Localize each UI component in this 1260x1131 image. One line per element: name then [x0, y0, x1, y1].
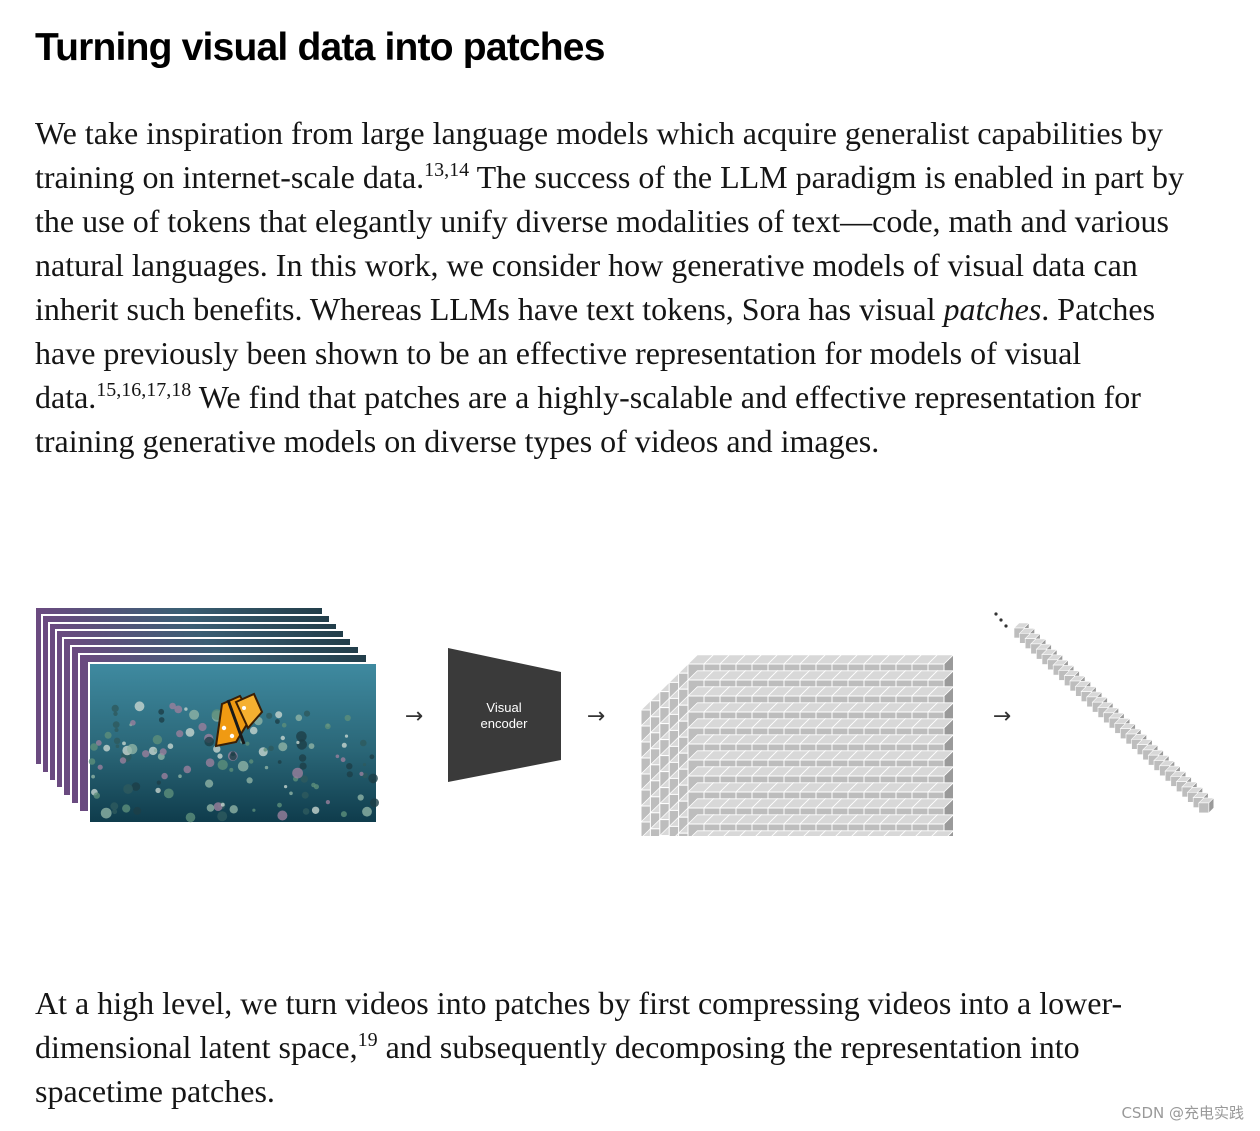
- paragraph-text: and subsequently decomposing the represe…: [35, 1029, 1080, 1109]
- emphasis-patches: patches: [943, 291, 1042, 327]
- arrow-icon: →: [993, 704, 1011, 729]
- arrow-icon: →: [587, 704, 605, 729]
- sequence-patch: [1198, 797, 1215, 814]
- watermark-text: CSDN @充电实践: [1121, 1104, 1244, 1122]
- patch-cube-cell: [931, 829, 955, 836]
- sequence-patch: [1046, 654, 1064, 671]
- summary-paragraph: At a high level, we turn videos into pat…: [35, 981, 1210, 1113]
- video-frame: [88, 662, 378, 824]
- encoder-label-line2: encoder: [481, 716, 529, 731]
- latent-patch-cube: [640, 653, 955, 836]
- citation-reference[interactable]: 15,16,17,18: [96, 379, 192, 401]
- paragraph-text: The success of the LLM paradigm is enabl…: [35, 159, 1184, 327]
- encoder-label-line1: Visual: [486, 700, 521, 715]
- butterfly-icon: [214, 692, 264, 748]
- flattened-patch-sequence: [994, 612, 1215, 814]
- arrow-icon: →: [405, 704, 423, 729]
- intro-paragraph: We take inspiration from large language …: [35, 111, 1210, 463]
- ellipsis-dots: [994, 612, 1008, 628]
- coral-reef-texture: [88, 701, 379, 823]
- section-title: Turning visual data into patches: [35, 26, 605, 69]
- video-frames-stack: [34, 606, 379, 824]
- visual-encoder-block: [448, 648, 561, 782]
- patches-diagram: → Visual encoder → →: [30, 596, 1220, 836]
- paragraph-text: We find that patches are a highly-scalab…: [35, 379, 1141, 459]
- citation-reference[interactable]: 13,14: [424, 159, 470, 181]
- paragraph-text: . Patches have previously been shown to …: [35, 291, 1156, 415]
- citation-reference[interactable]: 19: [357, 1029, 378, 1051]
- paragraph-text: We take inspiration from large language …: [35, 115, 1163, 195]
- paragraph-text: At a high level, we turn videos into pat…: [35, 985, 1123, 1065]
